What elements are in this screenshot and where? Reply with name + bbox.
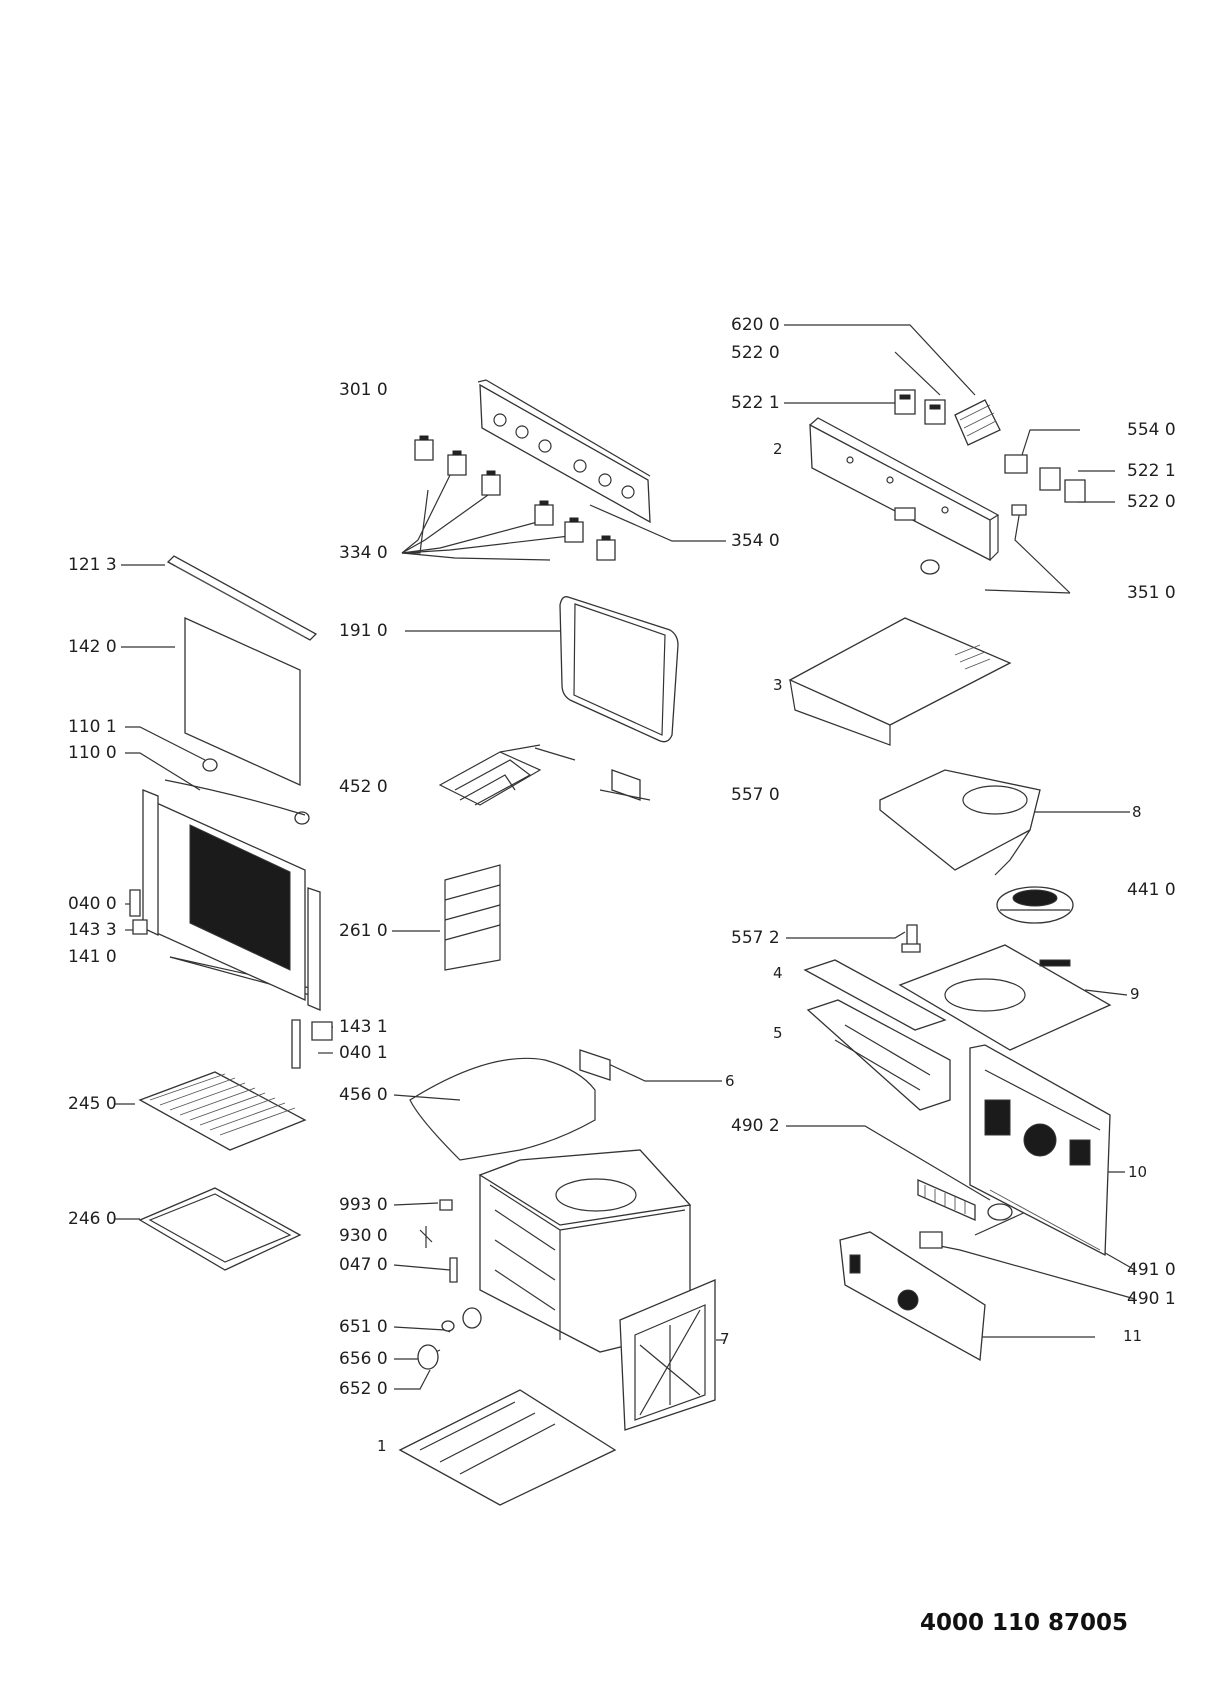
- part-label-490-2: 490 2: [731, 1116, 780, 1136]
- terminal-block-part: [917, 1179, 1013, 1249]
- small-parts: [417, 1199, 482, 1370]
- part-label-246-0: 246 0: [68, 1209, 117, 1229]
- part-label-143-3: 143 3: [68, 920, 117, 940]
- fan-housing-part: [879, 769, 1041, 876]
- part-label-8: 8: [1132, 803, 1142, 821]
- rear-cover-part: [839, 1231, 986, 1362]
- part-label-7: 7: [720, 1330, 730, 1348]
- part-label-652-0: 652 0: [339, 1379, 388, 1399]
- part-label-620-0: 620 0: [731, 315, 780, 335]
- door-handle-part: [166, 555, 318, 641]
- oven-seal-part: [559, 596, 679, 743]
- fan-motor-part: [996, 886, 1074, 924]
- part-label-354-0: 354 0: [731, 531, 780, 551]
- part-label-334-0: 334 0: [339, 543, 388, 563]
- part-label-557-0: 557 0: [731, 785, 780, 805]
- document-number: 4000 110 87005: [920, 1610, 1129, 1636]
- door-frame-part: [142, 758, 321, 1011]
- part-label-040-1: 040 1: [339, 1043, 388, 1063]
- top-cover-part: [788, 617, 1012, 746]
- part-label-456-0: 456 0: [339, 1085, 388, 1105]
- part-label-441-0: 441 0: [1127, 880, 1176, 900]
- part-label-047-0: 047 0: [339, 1255, 388, 1275]
- part-label-142-0: 142 0: [68, 637, 117, 657]
- rear-panel-part: [969, 1044, 1111, 1257]
- part-label-522-1-top: 522 1: [731, 393, 780, 413]
- part-label-930-0: 930 0: [339, 1226, 388, 1246]
- part-label-656-0: 656 0: [339, 1349, 388, 1369]
- part-label-6: 6: [725, 1072, 735, 1090]
- bottom-panel-part: [398, 1389, 617, 1506]
- part-label-490-1: 490 1: [1127, 1289, 1176, 1309]
- part-label-143-1: 143 1: [339, 1017, 388, 1037]
- part-label-491-0: 491 0: [1127, 1260, 1176, 1280]
- part-label-351-0: 351 0: [1127, 583, 1176, 603]
- part-label-522-0-top: 522 0: [731, 343, 780, 363]
- grill-element-part: [438, 744, 651, 806]
- part-label-121-3: 121 3: [68, 555, 117, 575]
- rails-part: [803, 959, 951, 1111]
- part-label-4: 4: [773, 964, 783, 982]
- knob-set: [414, 435, 616, 561]
- hinge-parts: [129, 889, 333, 1069]
- control-bracket-part: [809, 417, 1000, 562]
- part-label-554-0: 554 0: [1127, 420, 1176, 440]
- part-label-110-1: 110 1: [68, 717, 117, 737]
- part-label-5: 5: [773, 1024, 783, 1042]
- part-label-040-0: 040 0: [68, 894, 117, 914]
- part-label-191-0: 191 0: [339, 621, 388, 641]
- part-label-3: 3: [773, 676, 783, 694]
- part-label-522-0-right: 522 0: [1127, 492, 1176, 512]
- part-label-301-0: 301 0: [339, 380, 388, 400]
- side-panel-part: [619, 1279, 716, 1431]
- control-panel-part: [477, 379, 651, 524]
- part-label-2: 2: [773, 440, 783, 458]
- switch-modules: [894, 389, 1086, 575]
- part-label-10: 10: [1128, 1163, 1148, 1181]
- part-label-261-0: 261 0: [339, 921, 388, 941]
- part-label-522-1-right: 522 1: [1127, 461, 1176, 481]
- part-label-993-0: 993 0: [339, 1195, 388, 1215]
- baking-tray-part: [138, 1187, 302, 1271]
- part-label-1: 1: [377, 1437, 387, 1455]
- rear-element-part: [409, 1049, 611, 1161]
- part-label-141-0: 141 0: [68, 947, 117, 967]
- part-label-557-2: 557 2: [731, 928, 780, 948]
- fan-cover-plate-part: [898, 944, 1112, 1051]
- oven-cavity-part: [478, 1149, 692, 1353]
- grill-rack-part: [138, 1071, 307, 1151]
- shelf-support-part: [444, 864, 501, 971]
- part-label-11: 11: [1123, 1327, 1143, 1345]
- part-label-651-0: 651 0: [339, 1317, 388, 1337]
- part-label-245-0: 245 0: [68, 1094, 117, 1114]
- part-label-452-0: 452 0: [339, 777, 388, 797]
- part-label-110-0: 110 0: [68, 743, 117, 763]
- outer-glass-part: [184, 616, 301, 787]
- part-label-9: 9: [1130, 985, 1140, 1003]
- thermostat-part: [901, 924, 921, 953]
